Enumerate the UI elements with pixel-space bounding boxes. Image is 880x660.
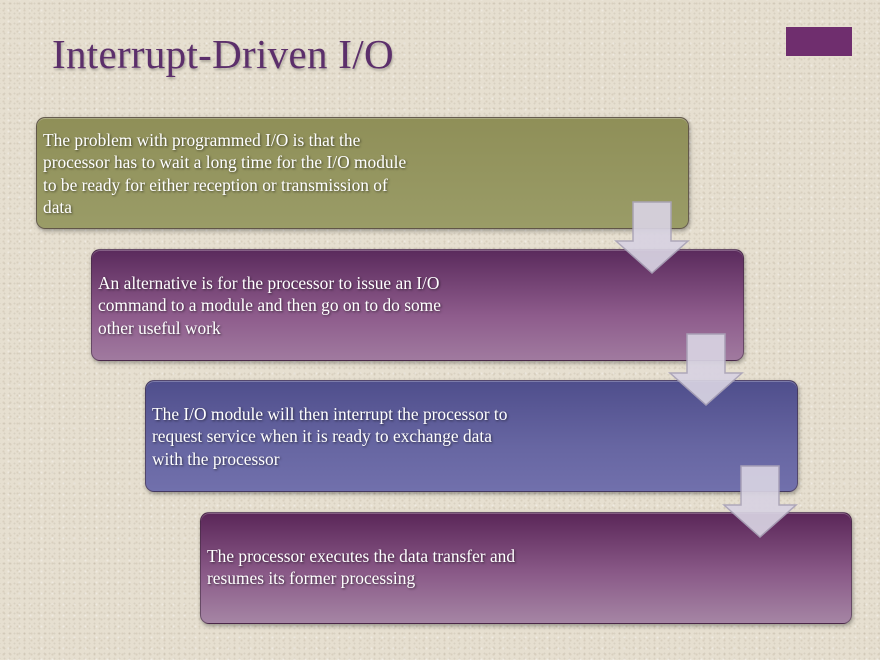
step-4-line-1: The processor executes the data transfer… bbox=[207, 546, 516, 566]
step-3-line-1: The I/O module will then interrupt the p… bbox=[152, 404, 508, 424]
down-arrow-icon bbox=[614, 201, 690, 275]
step-3-line-2: request service when it is ready to exch… bbox=[152, 426, 492, 447]
step-1-line-1: The problem with programmed I/O is that … bbox=[43, 130, 361, 150]
process-step-3: The I/O module will then interrupt the p… bbox=[145, 380, 798, 492]
process-step-2: An alternative is for the processor to i… bbox=[91, 249, 744, 361]
step-2-line-1: An alternative is for the processor to i… bbox=[98, 273, 440, 293]
step-1-line-2: processor has to wait a long time for th… bbox=[43, 152, 407, 173]
process-step-4: The processor executes the data transfer… bbox=[200, 512, 852, 624]
process-step-1: The problem with programmed I/O is that … bbox=[36, 117, 689, 229]
step-1-line-3: to be ready for either reception or tran… bbox=[43, 174, 388, 195]
step-1-line-4: data bbox=[43, 197, 72, 218]
step-4-line-2: resumes its former processing bbox=[207, 568, 416, 589]
down-arrow-icon bbox=[668, 333, 744, 407]
step-3-line-3: with the processor bbox=[152, 448, 280, 469]
down-arrow-icon bbox=[722, 465, 798, 539]
title-accent-bar bbox=[786, 27, 852, 56]
slide-title: Interrupt-Driven I/O bbox=[52, 31, 394, 77]
step-2-line-3: other useful work bbox=[98, 317, 221, 338]
step-2-line-2: command to a module and then go on to do… bbox=[98, 295, 441, 316]
